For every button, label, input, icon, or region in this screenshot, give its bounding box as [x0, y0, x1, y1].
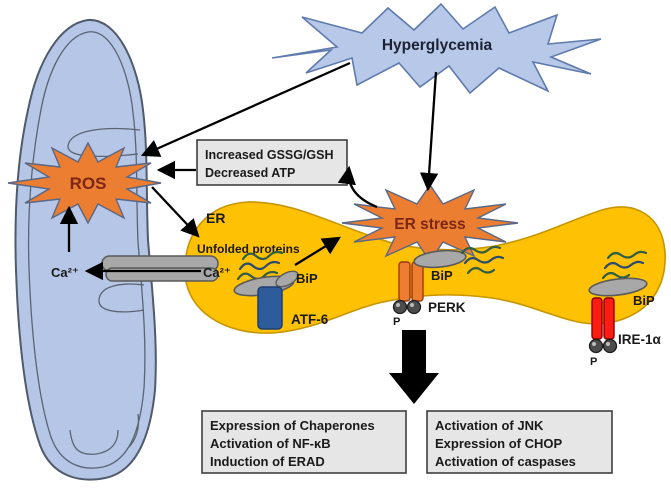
er-stress-starburst: ER stress — [341, 183, 519, 263]
atf6-sensor: ATF-6 — [257, 286, 329, 330]
phosphate-ball-icon — [406, 299, 422, 315]
perk-sensor: P PERK — [392, 261, 466, 328]
hyperglycemia-starburst: Hyperglycemia — [271, 2, 602, 95]
er-stress-star-shape — [341, 183, 519, 263]
unfolded-protein-squiggles-right — [601, 250, 648, 280]
mitochondrion-inner-membrane — [27, 31, 146, 469]
er-stress-label: ER stress — [394, 216, 466, 233]
ros-starburst: ROS — [7, 141, 162, 225]
phosphate-ball-icon — [602, 338, 618, 354]
mitochondrion — [14, 18, 157, 481]
squiggle-icon — [601, 271, 631, 280]
squiggle-icon — [606, 250, 648, 260]
outcome-right-line3: Activation of caspases — [435, 454, 576, 469]
outcome-box-left-rect — [201, 410, 407, 474]
atf6-transmembrane-rect — [257, 286, 283, 330]
outcome-right-line1: Activation of JNK — [435, 418, 544, 433]
perk-phospho-label: P — [393, 316, 400, 328]
er-calcium-label: Ca²⁺ — [203, 265, 231, 280]
ire1a-phospho-label: P — [590, 356, 597, 368]
phosphate-ball-icon — [392, 299, 408, 315]
mitochondrion-crista-bottom-right — [127, 413, 140, 449]
squiggle-icon — [238, 260, 281, 271]
squiggle-icon — [603, 260, 645, 270]
mitochondrion-crista-top — [67, 127, 141, 158]
bip-blob — [275, 270, 299, 288]
hyperglycemia-star-shape — [271, 2, 602, 95]
arrow-hyperglycemia-to-mitochondrion — [140, 61, 351, 157]
phosphate-highlight — [592, 342, 596, 346]
phosphate-highlight — [396, 303, 400, 307]
bip-middle-label: BiP — [431, 268, 453, 283]
outcome-left-line3: Induction of ERAD — [210, 454, 325, 469]
unfolded-protein-squiggles-middle — [460, 245, 505, 275]
arrow-ros-to-er — [151, 186, 200, 238]
bip-chaperone-middle: BiP — [413, 245, 505, 283]
outcome-right-line2: Expression of CHOP — [435, 436, 562, 451]
perk-transmembrane-rect — [398, 261, 411, 302]
outcome-box-left: Expression of Chaperones Activation of N… — [201, 410, 407, 474]
outcome-left-line1: Expression of Chaperones — [210, 418, 375, 433]
bip-blob — [413, 249, 467, 269]
er-label: ER — [206, 210, 225, 226]
mitochondrion-crista-bottom-left — [69, 429, 119, 455]
arrow-hyperglycemia-to-er-stress — [419, 71, 439, 192]
block-arrow-down-icon — [389, 330, 439, 404]
outcome-box-right: Activation of JNK Expression of CHOP Act… — [426, 410, 613, 474]
mitochondrion-crista-middle — [98, 283, 145, 313]
ire1a-transmembrane-rect — [603, 297, 615, 340]
outcome-left-line2: Activation of NF-κB — [210, 436, 331, 451]
bip-right-label: BiP — [633, 293, 655, 308]
calcium-channel — [101, 255, 219, 282]
outcome-box-right-rect — [426, 410, 613, 474]
phosphate-ball-icon — [588, 338, 604, 354]
squiggle-icon — [463, 255, 505, 265]
mito-calcium-label: Ca²⁺ — [51, 265, 79, 280]
squiggle-icon — [241, 250, 284, 261]
metabolite-box-line1: Increased GSSG/GSH — [205, 148, 334, 162]
ros-star-shape — [7, 141, 162, 225]
bip-chaperone-right: BiP — [588, 250, 655, 308]
ire1a-transmembrane-rect — [591, 297, 603, 340]
arrow-unfolded-proteins-to-er-stress — [294, 236, 341, 266]
metabolite-box-line2: Decreased ATP — [205, 166, 295, 180]
arrows — [59, 61, 439, 404]
hyperglycemia-label: Hyperglycemia — [382, 37, 493, 54]
mitochondrion-outer-membrane — [14, 18, 157, 481]
bip-blob — [588, 277, 648, 297]
metabolite-box: Increased GSSG/GSH Decreased ATP — [196, 139, 348, 186]
ire1a-sensor: P IRE-1α — [588, 297, 662, 368]
ire1a-label: IRE-1α — [618, 332, 662, 347]
perk-label: PERK — [428, 300, 466, 315]
perk-transmembrane-rect — [411, 261, 424, 302]
phosphate-highlight — [606, 342, 610, 346]
ros-label: ROS — [70, 174, 107, 193]
atf6-label: ATF-6 — [291, 312, 329, 327]
squiggle-icon — [466, 266, 496, 275]
arrow-er-stress-to-metabolite-box — [337, 165, 378, 209]
metabolite-box-rect — [196, 139, 348, 186]
phosphate-highlight — [410, 303, 414, 307]
bip-left-label: BiP — [296, 271, 318, 286]
squiggle-icon — [460, 245, 502, 255]
